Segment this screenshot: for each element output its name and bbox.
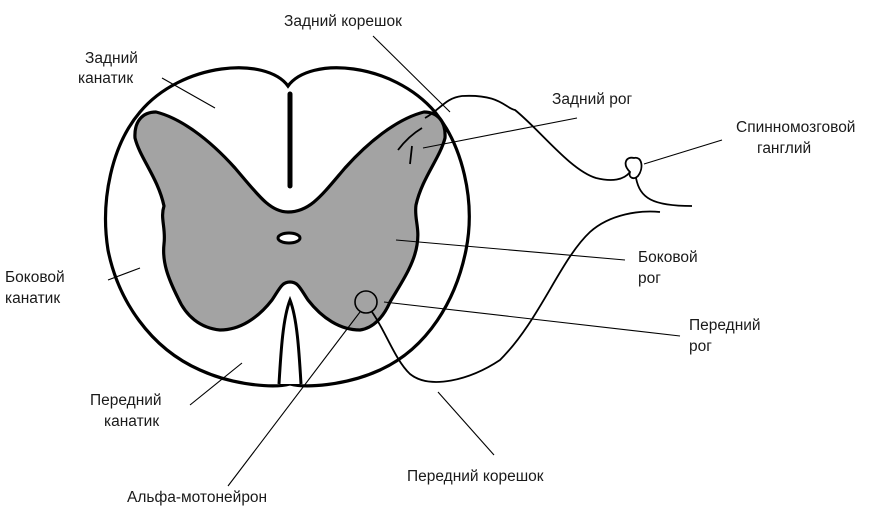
label-alpha-motoneuron: Альфа-мотонейрон bbox=[127, 489, 267, 506]
label-posterior-funiculus-2: канатик bbox=[78, 70, 133, 87]
label-anterior-horn-2: рог bbox=[689, 338, 712, 355]
label-posterior-horn: Задний рог bbox=[552, 91, 632, 108]
central-canal bbox=[278, 233, 300, 243]
label-lateral-horn-1: Боковой bbox=[638, 249, 698, 266]
label-anterior-funiculus-2: канатик bbox=[104, 413, 159, 430]
label-spinal-ganglion-1: Спинномозговой bbox=[736, 119, 855, 136]
label-spinal-ganglion-2: ганглий bbox=[757, 140, 811, 157]
label-anterior-horn-1: Передний bbox=[689, 317, 761, 334]
label-lateral-funiculus-1: Боковой bbox=[5, 269, 65, 286]
lead-spinal-ganglion bbox=[644, 140, 722, 164]
label-lateral-horn-2: рог bbox=[638, 270, 661, 287]
alpha-motoneuron-cell bbox=[355, 291, 377, 313]
lead-anterior-root bbox=[438, 392, 494, 455]
label-anterior-funiculus-1: Передний bbox=[90, 392, 162, 409]
label-lateral-funiculus-2: канатик bbox=[5, 290, 60, 307]
label-posterior-root: Задний корешок bbox=[284, 13, 402, 30]
label-anterior-root: Передний корешок bbox=[407, 468, 544, 485]
spinal-nerve-trunk bbox=[636, 178, 692, 206]
label-posterior-funiculus-1: Задний bbox=[85, 50, 138, 67]
